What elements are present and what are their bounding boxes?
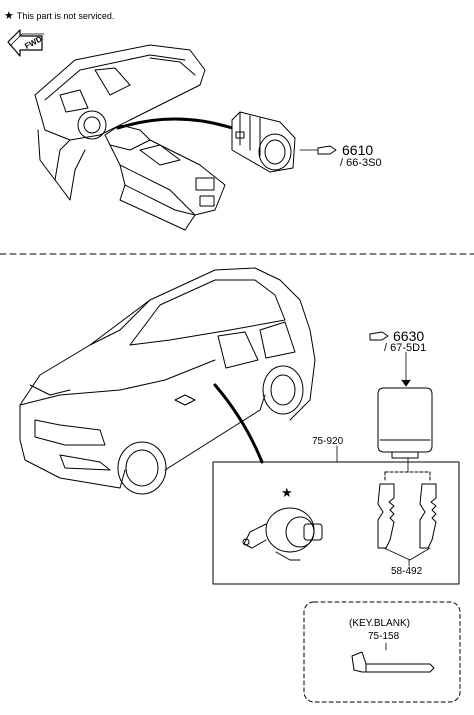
key-blank-label: (KEY.BLANK) bbox=[349, 618, 410, 629]
door-lock-cylinder-part bbox=[242, 507, 323, 561]
pointing-hand-icon bbox=[317, 145, 337, 155]
not-serviced-note: ★This part is not serviced. bbox=[4, 11, 114, 22]
car-illustration bbox=[19, 267, 316, 495]
unserviced-star-icon: ★ bbox=[281, 485, 293, 500]
pointing-hand-icon bbox=[369, 331, 389, 341]
key-blades-part bbox=[377, 483, 437, 567]
star-icon: ★ bbox=[4, 10, 14, 22]
part-number-58-492: 58-492 bbox=[391, 566, 423, 577]
part-number-6630: 6630 bbox=[393, 328, 425, 344]
lock-set-box bbox=[212, 461, 460, 585]
fwd-arrow-icon: FWD bbox=[7, 29, 45, 57]
dashboard-illustration bbox=[34, 44, 226, 231]
note-text: This part is not serviced. bbox=[16, 11, 115, 21]
key-blank-box bbox=[303, 601, 461, 703]
part-number-6610: 6610 bbox=[342, 142, 374, 158]
part-ref-6630: / 67-5D1 bbox=[384, 342, 427, 354]
key-blank-part bbox=[351, 651, 435, 673]
part-number-75-920: 75-920 bbox=[312, 436, 344, 447]
part-number-75-158: 75-158 bbox=[368, 631, 400, 642]
part-ref-6610: / 66-3S0 bbox=[340, 157, 382, 169]
start-switch-part bbox=[231, 111, 296, 173]
key-fob-part bbox=[377, 387, 433, 459]
